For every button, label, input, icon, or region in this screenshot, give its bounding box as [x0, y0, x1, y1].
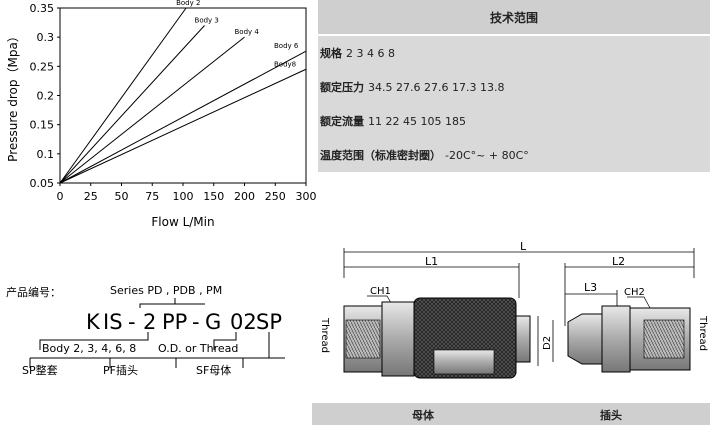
- product-code: K IS - 2 PP - G 02 SP: [86, 310, 282, 334]
- chart-plot-frame: [59, 7, 307, 184]
- label-thread-right: Thread: [697, 315, 708, 351]
- series-line-body-4: [59, 36, 245, 184]
- x-tick-label: 300: [296, 190, 317, 203]
- chart-y-ticks: 0.35 0.3 0.25 0.2 0.15 0.1 0.05: [30, 2, 60, 190]
- sf-female-note: SF母体: [196, 363, 231, 377]
- pressure-drop-chart: Body 2 Body 3 Body 4 Body 6 Body8 0 25 50 75 100…: [6, 0, 317, 229]
- female-coupling: [343, 297, 531, 379]
- drawing-caption-bar: 母体 插头: [312, 403, 710, 425]
- chart-y-axis-label: Pressure drop（Mpa）: [6, 30, 20, 162]
- spec-label: 温度范围（标准密封圈）: [320, 149, 441, 162]
- spec-row-pressure: 额定压力 34.5 27.6 27.6 17.3 13.8: [318, 70, 710, 104]
- product-code-label: 产品编号：: [6, 285, 61, 299]
- x-tick-label: 75: [145, 190, 159, 203]
- caption-female: 母体: [412, 409, 434, 422]
- x-tick-label: 50: [115, 190, 129, 203]
- product-code-diagram: 产品编号： Series PD , PDB , PM K IS - 2 PP -…: [6, 284, 285, 377]
- spec-table-title: 技术范围: [318, 0, 710, 34]
- dim-L2: L2: [612, 255, 625, 268]
- x-tick-label: 25: [84, 190, 98, 203]
- caption-male: 插头: [600, 409, 622, 422]
- series-line-body-6: [59, 50, 307, 184]
- series-label: Body 4: [235, 28, 260, 36]
- x-tick-label: 200: [234, 190, 255, 203]
- spec-row-size: 规格 2 3 4 6 8: [318, 36, 710, 70]
- spec-label: 额定流量: [320, 115, 364, 128]
- code-part: PP: [162, 310, 187, 334]
- spec-value: 34.5 27.6 27.6 17.3 13.8: [368, 80, 505, 94]
- series-line-body-2: [59, 7, 187, 184]
- code-part: G: [205, 310, 221, 334]
- series-label: Body 2: [176, 0, 200, 7]
- dim-D2: D2: [542, 336, 553, 350]
- dim-L: L: [520, 240, 527, 253]
- x-tick-label: 150: [203, 190, 224, 203]
- coupling-drawing: L L1 L2 L3 D1 D2 CH1 CH2 Thread Thread: [319, 240, 708, 379]
- series-label: Body 3: [195, 17, 219, 25]
- code-part: -: [128, 310, 136, 334]
- series-label: Body 6: [274, 42, 299, 50]
- x-tick-label: 100: [173, 190, 194, 203]
- code-part: -: [192, 310, 200, 334]
- y-tick-label: 0.15: [30, 119, 55, 132]
- spec-label: 规格: [320, 47, 342, 60]
- spec-row-temperature: 温度范围（标准密封圈） -20C°~ + 80C°: [318, 138, 710, 172]
- od-thread-note: O.D. or Thread: [158, 342, 238, 355]
- pf-male-note: PF插头: [103, 363, 138, 377]
- male-coupling: [567, 305, 691, 373]
- code-part: 2: [143, 310, 156, 334]
- label-thread-left: Thread: [319, 317, 330, 353]
- x-tick-label: 250: [265, 190, 286, 203]
- dim-L3: L3: [584, 281, 597, 294]
- series-line-body-3: [59, 25, 205, 184]
- series-label: Body8: [274, 60, 296, 68]
- spec-label: 额定压力: [320, 81, 364, 94]
- label-CH2: CH2: [624, 287, 645, 298]
- y-tick-label: 0.25: [30, 60, 55, 73]
- code-part: K: [86, 310, 101, 334]
- spec-value: 2 3 4 6 8: [346, 46, 395, 60]
- chart-x-ticks: 0 25 50 75 100 150 200 250 300: [57, 183, 317, 203]
- body-note: Body 2, 3, 4, 6, 8: [42, 342, 136, 355]
- spec-value: 11 22 45 105 185: [368, 114, 466, 128]
- code-part: SP: [256, 310, 282, 334]
- code-part: 02: [230, 310, 257, 334]
- chart-x-axis-label: Flow L/Min: [151, 215, 214, 229]
- y-tick-label: 0.35: [30, 2, 55, 15]
- spec-row-flow: 额定流量 11 22 45 105 185: [318, 104, 710, 138]
- code-part: IS: [103, 310, 123, 334]
- y-tick-label: 0.05: [30, 177, 55, 190]
- dim-L1: L1: [425, 255, 438, 268]
- spec-value: -20C°~ + 80C°: [445, 148, 529, 162]
- sp-set-note: SP整套: [22, 363, 58, 377]
- y-tick-label: 0.3: [37, 31, 55, 44]
- y-tick-label: 0.2: [37, 90, 55, 103]
- series-line-body8: [59, 68, 307, 184]
- label-CH1: CH1: [370, 286, 391, 297]
- x-tick-label: 0: [57, 190, 64, 203]
- y-tick-label: 0.1: [37, 148, 55, 161]
- series-note: Series PD , PDB , PM: [110, 284, 222, 297]
- chart-series-group: Body 2 Body 3 Body 4 Body 6 Body8: [59, 0, 307, 184]
